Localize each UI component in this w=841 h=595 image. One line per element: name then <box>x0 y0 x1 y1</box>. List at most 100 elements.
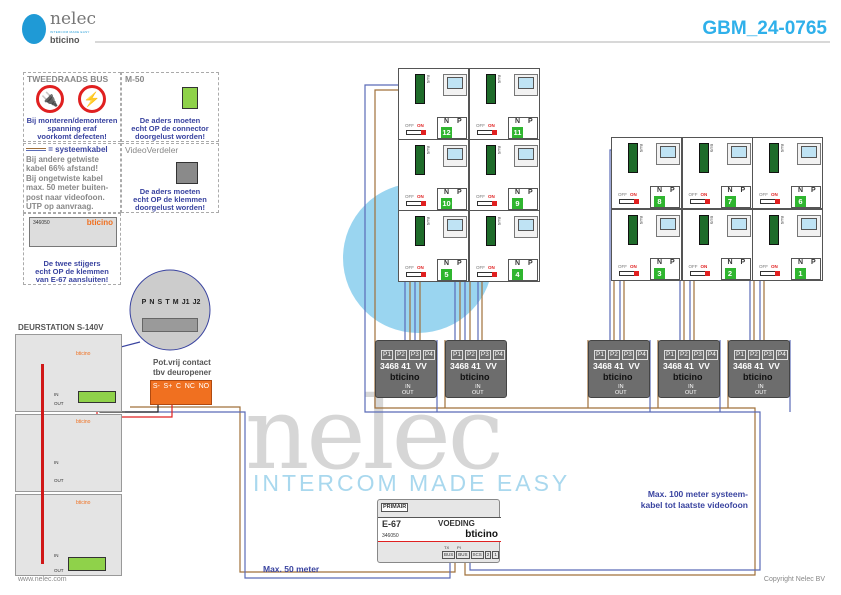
e67-mini-brand: bticino <box>86 218 113 227</box>
switch-on-label: ON <box>488 123 495 128</box>
nelec-logo-icon <box>22 14 46 44</box>
switch-off-label: OFF <box>476 265 485 270</box>
label-p: P <box>740 259 746 266</box>
switch-on-label: ON <box>417 123 424 128</box>
module-3-out: OUT <box>54 568 64 573</box>
port-p2: P2 <box>607 350 620 360</box>
distributor-model: 3468 41 VV <box>663 361 710 371</box>
relay-contact-block: S- S+ C NC NO <box>150 380 212 405</box>
terminal-n: N <box>149 299 155 306</box>
vv-note-3: doorgelust worden! <box>135 203 205 212</box>
label-p: P <box>457 118 462 125</box>
bus-terminal-block <box>769 215 779 245</box>
door-station-terminal-labels: P N S T M J1 J2 <box>140 298 202 308</box>
relay-terminal-no: NO <box>198 383 210 390</box>
switch-knob <box>775 199 780 204</box>
watermark-name: nelec <box>245 375 504 492</box>
switch-on-label: ON <box>630 192 637 197</box>
switch-off-label: OFF <box>688 264 698 269</box>
distributor-model: 3468 41 VV <box>450 361 497 371</box>
module-3-terminal-block <box>68 557 106 571</box>
apartment-number: 5 <box>441 269 452 280</box>
website: www.nelec.com <box>18 576 67 583</box>
label-p: P <box>811 259 816 266</box>
power-supply-e67: PRIMAIR E-67 VOEDING 346050 bticino TX P… <box>377 499 501 563</box>
port-p2: P2 <box>677 350 690 360</box>
terminal-1: 1 <box>492 551 499 559</box>
switch-off-label: OFF <box>618 264 627 269</box>
bus-terminal-block <box>415 74 425 104</box>
monitor-screen <box>660 218 676 230</box>
label-n: N <box>727 187 733 194</box>
label-p: P <box>528 189 533 196</box>
terminal-j2: J2 <box>192 299 201 306</box>
switch-off-label: OFF <box>476 194 485 199</box>
relay-title-2: tbv deuropener <box>153 368 212 377</box>
bus-terminal-block <box>415 145 425 175</box>
switch-off-label: OFF <box>405 194 414 199</box>
port-p1: P1 <box>664 350 676 360</box>
door-station-title: DEURSTATION S-140V <box>18 323 104 332</box>
module-2-out: OUT <box>54 478 64 483</box>
terminal-scs: SCS <box>470 551 484 559</box>
label-p: P <box>457 189 462 196</box>
apartment-number: 9 <box>512 198 523 209</box>
port-p4: P4 <box>422 350 435 360</box>
power-supply-code: 346050 <box>382 533 399 539</box>
power-supply-model: E-67 <box>382 519 402 529</box>
switch-knob <box>704 199 710 204</box>
m50-connector-icon <box>182 87 198 109</box>
bus-label: BUS <box>780 144 785 153</box>
terminal-bus-tx: BUS <box>442 551 456 559</box>
bus-label: BUS <box>426 217 431 226</box>
distributor-brand: bticino <box>743 372 773 382</box>
switch-knob <box>634 199 639 204</box>
apartment-number: 1 <box>795 268 806 279</box>
no-plug-icon: 🔌 <box>36 85 64 113</box>
logo-name: nelec <box>50 9 97 29</box>
switch-on-label: ON <box>488 194 495 199</box>
module-3-in: IN <box>54 553 59 558</box>
switch-knob <box>775 271 780 276</box>
magnifier-circle <box>129 269 211 351</box>
label-n: N <box>798 259 804 266</box>
door-station-dip-switches <box>142 318 198 332</box>
switch-on-label: ON <box>417 265 424 270</box>
m50-note-2: echt OP de connector <box>131 124 209 133</box>
bus-label: BUS <box>426 75 431 84</box>
bus-label: BUS <box>497 146 502 155</box>
module-1-in: IN <box>54 392 59 397</box>
monitor-screen <box>801 146 817 158</box>
m50-note-1: De aders moeten <box>139 116 201 125</box>
e67-note-2: echt OP de klemmen <box>35 267 109 276</box>
port-p1: P1 <box>734 350 746 360</box>
monitor-screen <box>447 148 463 160</box>
bus-terminal-block <box>486 145 496 175</box>
max-100-line-2: kabel tot laatste videofoon <box>640 500 748 510</box>
vv-note-2: echt OP de klemmen <box>133 195 207 204</box>
door-station-terminal-block <box>78 391 116 403</box>
port-p4: P4 <box>635 350 648 360</box>
label-p: P <box>457 260 462 267</box>
switch-off-label: OFF <box>688 192 698 197</box>
e67-note-3: van E-67 aansluiten! <box>35 275 109 284</box>
monitor-screen <box>801 218 817 230</box>
bus-label: BUS <box>780 216 785 225</box>
port-p2: P2 <box>464 350 477 360</box>
cable-line-6: UTP op aanvraag. <box>26 202 94 211</box>
distributor-model: 3468 41 VV <box>380 361 427 371</box>
module-2-in: IN <box>54 460 59 465</box>
relay-terminal-s-minus: S- <box>152 383 160 390</box>
